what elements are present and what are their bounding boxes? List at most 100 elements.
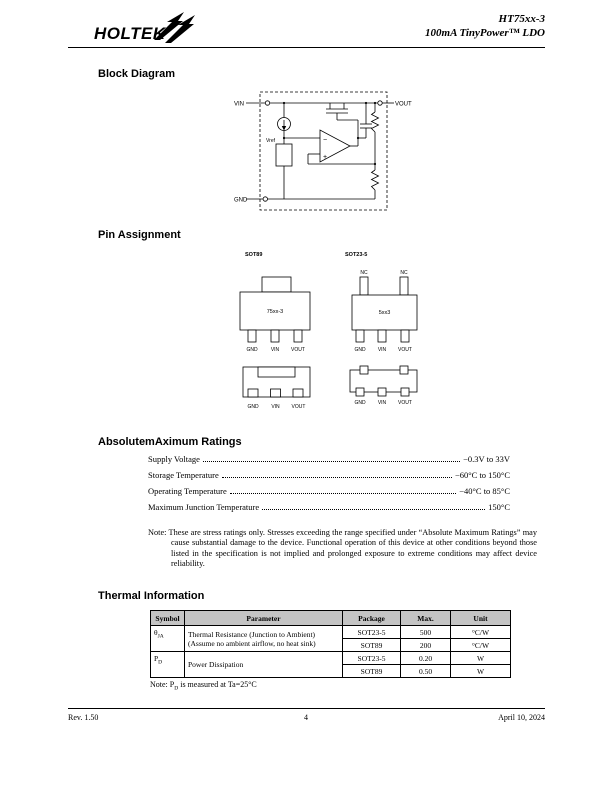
gnd-pin-label: GND bbox=[246, 347, 258, 353]
gnd-pin-label: GND bbox=[354, 347, 366, 353]
sot23-marking: 5xx3 bbox=[379, 310, 391, 316]
parameter-line: (Assume no ambient airflow, no heat sink… bbox=[188, 638, 316, 648]
col-header-package: Package bbox=[342, 610, 401, 626]
sot89-marking: 75xx-3 bbox=[267, 309, 284, 315]
opamp-minus-sign: − bbox=[323, 137, 327, 144]
parameter-line: Power Dissipation bbox=[188, 660, 244, 669]
vin-pin-label: VIN bbox=[271, 404, 280, 410]
rating-label: Supply Voltage bbox=[148, 454, 200, 464]
ratings-note: Note: These are stress ratings only. Str… bbox=[148, 528, 537, 568]
symbol-text: P bbox=[154, 653, 159, 663]
dot-leader bbox=[229, 493, 457, 494]
package-cell: SOT23-5 bbox=[342, 625, 401, 639]
sot23-title: SOT23-5 bbox=[345, 252, 367, 258]
parameter-line: Thermal Resistance (Junction to Ambient) bbox=[188, 629, 316, 639]
nc-pin-label: NC bbox=[400, 270, 408, 276]
holtek-logo-graphic: HOLTEK bbox=[94, 12, 195, 43]
max-cell: 500 bbox=[400, 625, 451, 639]
holtek-logo-text: HOLTEK bbox=[94, 24, 167, 43]
max-cell: 0.20 bbox=[400, 651, 451, 665]
col-header-parameter: Parameter bbox=[184, 610, 343, 626]
block-diagram-circuit bbox=[246, 91, 394, 211]
pin-assignment-figure: SOT89 SOT23-5 NC NC 75xx-3 5xx3 GND VIN … bbox=[239, 252, 418, 410]
rating-row: Storage Temperature −60°C to 150°C bbox=[148, 470, 510, 486]
dot-leader bbox=[262, 509, 486, 510]
header-divider bbox=[68, 47, 545, 48]
thermal-note: Note: PD is measured at Ta=25°C bbox=[150, 680, 257, 692]
thermal-note-rest: is measured at Ta=25°C bbox=[178, 680, 257, 689]
section-heading-thermal-information: Thermal Information bbox=[98, 590, 205, 602]
rating-value: −60°C to 150°C bbox=[454, 470, 510, 480]
gnd-label: GND bbox=[234, 198, 248, 204]
thermal-table-body: θJA Thermal Resistance (Junction to Ambi… bbox=[150, 625, 511, 678]
holtek-logo: HOLTEK bbox=[94, 10, 202, 51]
symbol-cell: θJA bbox=[150, 625, 185, 652]
unit-cell: W bbox=[450, 651, 511, 665]
dot-leader bbox=[202, 461, 461, 462]
table-header-row: Symbol Parameter Package Max. Unit bbox=[150, 610, 511, 626]
symbol-subscript: D bbox=[158, 659, 163, 665]
package-cell: SOT89 bbox=[342, 664, 401, 678]
col-header-unit: Unit bbox=[450, 610, 511, 626]
footer-divider bbox=[68, 708, 545, 709]
thermal-table-header: Symbol Parameter Package Max. Unit bbox=[150, 610, 511, 626]
nc-pin-label: NC bbox=[360, 270, 368, 276]
document-title: HT75xx-3 100mA TinyPower™ LDO bbox=[425, 12, 545, 40]
vin-label: VIN bbox=[234, 102, 244, 108]
col-header-max: Max. bbox=[400, 610, 451, 626]
section-heading-block-diagram: Block Diagram bbox=[98, 68, 176, 80]
rating-row: Supply Voltage −0.3V to 33V bbox=[148, 454, 510, 470]
rating-label: Operating Temperature bbox=[148, 486, 227, 496]
thermal-note-prefix: Note: P bbox=[150, 680, 175, 689]
block-diagram-figure: VIN VOUT GND Vref − + bbox=[234, 91, 412, 211]
rating-label: Storage Temperature bbox=[148, 470, 219, 480]
ratings-list: Supply Voltage −0.3V to 33V Storage Temp… bbox=[148, 454, 510, 518]
vin-pin-label: VIN bbox=[378, 347, 387, 353]
symbol-cell: PD bbox=[150, 651, 185, 678]
gnd-pin-label: GND bbox=[247, 404, 259, 410]
vref-label: Vref bbox=[266, 138, 276, 144]
junction-dots bbox=[281, 101, 377, 166]
part-number: HT75xx-3 bbox=[498, 13, 545, 25]
rating-value: 150°C bbox=[488, 502, 510, 512]
section-heading-pin-assignment: Pin Assignment bbox=[98, 229, 181, 241]
col-header-symbol: Symbol bbox=[150, 610, 185, 626]
package-outlines bbox=[239, 276, 418, 398]
table-row: θJA Thermal Resistance (Junction to Ambi… bbox=[150, 625, 511, 652]
rating-label: Maximum Junction Temperature bbox=[148, 502, 260, 512]
opamp-plus-sign: + bbox=[323, 154, 327, 161]
vout-pin-label: VOUT bbox=[292, 404, 306, 410]
unit-cell: W bbox=[450, 664, 511, 678]
parameter-cell: Thermal Resistance (Junction to Ambient)… bbox=[184, 625, 343, 652]
gnd-pin-label: GND bbox=[354, 400, 366, 406]
package-cell: SOT89 bbox=[342, 638, 401, 652]
table-row: SOT89 0.50 W bbox=[151, 664, 511, 678]
table-row: PD Power Dissipation SOT23-5 0.20 W bbox=[150, 651, 511, 678]
vin-pin-label: VIN bbox=[378, 400, 387, 406]
package-cell: SOT23-5 bbox=[342, 651, 401, 665]
rating-value: −0.3V to 33V bbox=[463, 454, 510, 464]
thermal-table: Symbol Parameter Package Max. Unit θJA T… bbox=[150, 610, 511, 678]
max-cell: 200 bbox=[400, 638, 451, 652]
symbol-subscript: JA bbox=[157, 633, 164, 639]
vout-pin-label: VOUT bbox=[291, 347, 305, 353]
sot89-title: SOT89 bbox=[245, 252, 262, 258]
unit-cell: °C/W bbox=[450, 625, 511, 639]
date-label: April 10, 2024 bbox=[498, 713, 545, 722]
page-number: 4 bbox=[304, 713, 308, 722]
lightning-bolts-icon bbox=[154, 12, 195, 43]
block-diagram: VIN VOUT GND Vref − + bbox=[232, 86, 412, 223]
max-cell: 0.50 bbox=[400, 664, 451, 678]
rating-row: Operating Temperature −40°C to 85°C bbox=[148, 486, 510, 502]
pin-assignment: SOT89 SOT23-5 NC NC 75xx-3 5xx3 GND VIN … bbox=[225, 246, 425, 426]
section-heading-absolute-maximum-ratings: AbsolutemAximum Ratings bbox=[98, 436, 242, 448]
unit-cell: °C/W bbox=[450, 638, 511, 652]
thermal-note-subscript: D bbox=[174, 685, 179, 692]
revision-label: Rev. 1.50 bbox=[68, 713, 99, 722]
symbol-text: θ bbox=[154, 627, 158, 637]
parameter-cell: Power Dissipation bbox=[184, 651, 343, 678]
part-description: 100mA TinyPower™ LDO bbox=[425, 27, 545, 39]
vout-pin-label: VOUT bbox=[398, 400, 412, 406]
vout-label: VOUT bbox=[395, 102, 412, 108]
